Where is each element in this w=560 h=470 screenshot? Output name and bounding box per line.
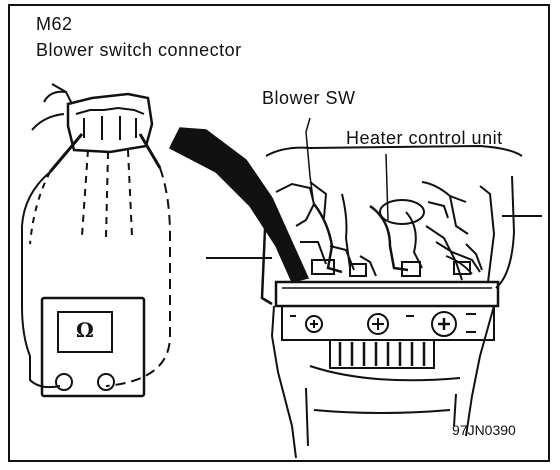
- probe-icon: [48, 133, 162, 173]
- blower-sw-label: Blower SW: [262, 88, 356, 108]
- ohmmeter-symbol: Ω: [76, 318, 94, 342]
- diagram-artwork: [21, 83, 542, 459]
- heater-control-unit-label: Heater control unit: [346, 128, 503, 148]
- pointer-arrow-icon: [168, 127, 310, 283]
- diagram-frame: M62 Blower switch connector Blower SW He…: [8, 4, 550, 462]
- connector-icon: [31, 83, 154, 239]
- leader-lines: [305, 117, 389, 221]
- ohmmeter-icon: [40, 296, 146, 398]
- connector-id-label: M62: [36, 14, 73, 34]
- connector-name-label: Blower switch connector: [36, 40, 242, 60]
- figure-reference: 97JN0390: [452, 422, 516, 438]
